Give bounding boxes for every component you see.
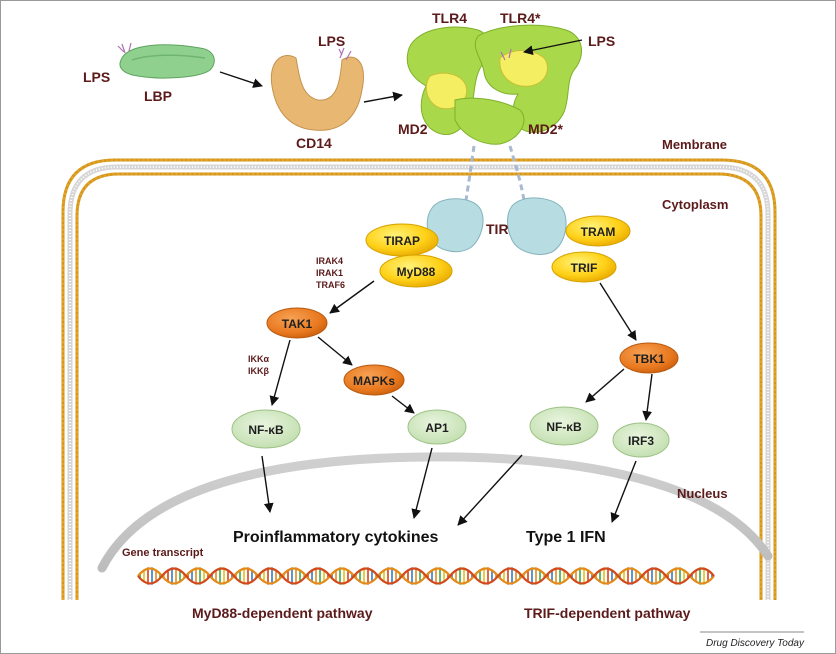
tirap-label: TIRAP	[384, 234, 420, 248]
membrane-label: Membrane	[662, 137, 727, 152]
arrow-tbk1-irf3	[642, 373, 653, 421]
irak4-label: IRAK4	[316, 256, 343, 266]
ifn-label: Type 1 IFN	[526, 529, 606, 546]
arrow-tbk1-nfkb	[585, 368, 625, 403]
ikkb-label: IKKβ	[248, 366, 269, 376]
arrow-lps-tlr4star	[523, 39, 583, 56]
tlr4-star-label: TLR4*	[500, 10, 541, 26]
arrow-trif-tbk1	[599, 282, 637, 341]
tm-linker-left	[464, 145, 476, 201]
lbp-label: LBP	[144, 88, 172, 104]
lps-left-label: LPS	[83, 69, 110, 85]
tak1-node	[266, 307, 328, 339]
trif-label: TRIF	[571, 261, 598, 275]
tak1-label: TAK1	[282, 317, 313, 331]
ap1-node	[407, 409, 467, 445]
tram-label: TRAM	[581, 225, 616, 239]
arrow-tak1-mapks	[317, 336, 353, 366]
tir-label: TIR	[486, 221, 509, 237]
md2-star-label: MD2*	[528, 121, 564, 137]
irf3-node	[612, 422, 670, 458]
irak1-label: IRAK1	[316, 268, 343, 278]
nuclear-envelope	[97, 452, 773, 573]
gene-transcript-label: Gene transcript	[122, 547, 204, 559]
cd14-protein	[270, 47, 364, 131]
myd88-pathway-label: MyD88-dependent pathway	[192, 605, 373, 621]
lps-right-label: LPS	[588, 33, 615, 49]
arrow-nfkb-cytokines-right	[457, 454, 523, 526]
myd88-label: MyD88	[397, 265, 436, 279]
ap1-label: AP1	[425, 421, 449, 435]
pathway-arrows	[219, 39, 653, 526]
irf3-label: IRF3	[628, 434, 654, 448]
tram-node	[565, 215, 631, 247]
tlr4-md2-complex	[406, 24, 582, 145]
nfkb-right-node	[529, 406, 599, 446]
source-label: Drug Discovery Today	[706, 638, 805, 649]
cd14-label: CD14	[296, 135, 332, 151]
myd88-node	[379, 254, 453, 288]
tlr4-label: TLR4	[432, 10, 467, 26]
arrow-cd14-tlr4	[363, 91, 403, 103]
traf6-label: TRAF6	[316, 280, 345, 290]
tm-linker-right	[508, 145, 526, 201]
trif-pathway-label: TRIF-dependent pathway	[524, 605, 691, 621]
arrow-tak1-nfkb	[269, 339, 291, 406]
mapks-node	[343, 364, 405, 396]
trif-node	[551, 251, 617, 283]
md2-label: MD2	[398, 121, 428, 137]
arrow-ap1-cytokines	[411, 447, 433, 519]
cytoplasm-label: Cytoplasm	[662, 197, 728, 212]
arrow-mapks-ap1	[391, 395, 415, 414]
nfkb-right-label: NF-κB	[546, 420, 582, 434]
cytokines-label: Proinflammatory cytokines	[233, 529, 439, 546]
mapks-label: MAPKs	[353, 374, 395, 388]
arrow-myd88-tak1	[329, 280, 375, 314]
nfkb-left-node	[231, 409, 301, 449]
lps-mid-label: LPS	[318, 33, 345, 49]
lbp-protein	[117, 42, 215, 79]
nfkb-left-label: NF-κB	[248, 423, 284, 437]
cell-membrane	[61, 158, 777, 600]
tbk1-node	[619, 342, 679, 374]
arrow-lbp-cd14	[219, 71, 263, 88]
ikka-label: IKKα	[248, 354, 269, 364]
nucleus-label: Nucleus	[677, 486, 728, 501]
tbk1-label: TBK1	[633, 352, 665, 366]
dna-helix	[137, 567, 715, 585]
arrow-irf3-ifn	[610, 460, 637, 523]
tir-domains	[426, 197, 567, 255]
arrow-nfkb-cytokines-left	[261, 455, 274, 513]
